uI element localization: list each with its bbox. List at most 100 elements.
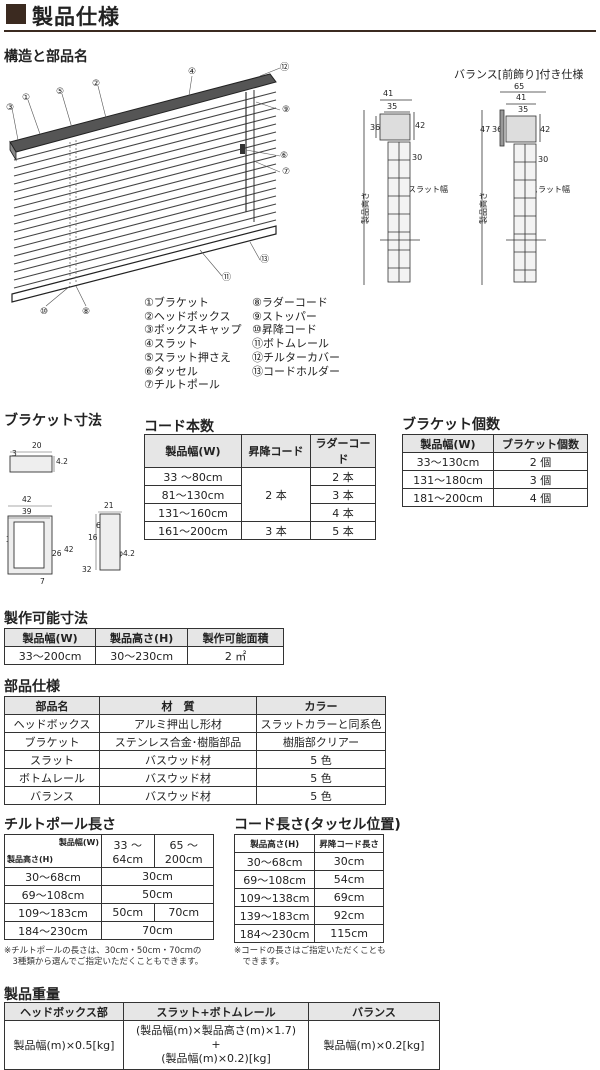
svg-text:製品高さ: 製品高さ [478,192,488,224]
formula-line: + [211,1038,221,1051]
svg-text:30: 30 [412,153,422,162]
table-row: ブラケット ステンレス合金･樹脂部品 樹脂部クリアー [4,732,386,751]
svg-text:③: ③ [6,103,14,113]
table-header: 製品高さ(H) [95,628,189,647]
table-header-row: 製品高さ(H) 昇降コード長さ [233,834,384,853]
bracket-count-heading: ブラケット個数 [402,417,500,433]
table-row: 81～130cm 3 本 [144,485,376,504]
table-header-row: 部品名 材 質 カラー [4,696,386,715]
table-row: 131～160cm 4 本 [144,503,376,522]
svg-text:⑫: ⑫ [280,62,289,73]
svg-text:⑦: ⑦ [282,167,290,177]
table-cell: 4 個 [493,488,588,507]
table-header: 昇降コード [241,434,311,468]
slats [13,91,277,289]
table-header-row: 製品幅(W) 製品高さ(H) 製作可能面積 [3,628,284,647]
table-row: バランス バスウッド材 5 色 [4,786,386,805]
table-cell: 30cm [314,852,384,871]
svg-text:39: 39 [22,507,32,516]
weight-heading: 製品重量 [4,987,60,1003]
make-size-table: 製品幅(W) 製品高さ(H) 製作可能面積 33～200cm 30～230cm … [3,628,284,665]
svg-text:⑧: ⑧ [82,307,90,317]
table-cell: 5 色 [256,786,386,805]
table-row: 69～108cm 54cm [233,870,384,889]
table-row: 33～130cm 2 個 [402,452,588,471]
part-label: ②ヘッドボックス [144,309,231,323]
svg-text:スラット幅: スラット幅 [408,184,448,194]
table-cell: 30～68cm [233,852,316,871]
table-header: 33 ～ 64cm [101,834,155,868]
table-header: スラット+ボトムレール [123,1002,309,1021]
svg-text:⑩: ⑩ [40,307,48,317]
table-cell: ステンレス合金･樹脂部品 [99,732,257,751]
table-cell: 製品幅(m)×0.5[kg] [4,1020,124,1070]
table-row: 161～200cm 3 本 5 本 [144,521,376,540]
table-row: スラット バスウッド材 5 色 [4,750,386,769]
table-header: 部品名 [4,696,100,715]
corner-width-label: 製品幅(W) [58,838,99,847]
svg-text:47: 47 [480,125,490,134]
svg-text:41: 41 [516,93,526,102]
part-label: ⑤スラット押さえ [144,350,231,364]
table-cell: 3 本 [310,485,376,504]
table-row: 181～200cm 4 個 [402,488,588,507]
table-cell: 5 色 [256,768,386,787]
parts-list-right: ⑧ラダーコード ⑨ストッパー ⑩昇降コード ⑪ボトムレール ⑫チルターカバー ⑬… [252,296,340,378]
tilt-pole-heading: チルトポール長さ [4,817,116,833]
table-header-row: ヘッドボックス部 スラット+ボトムレール バランス [4,1002,440,1021]
table-cell: 3 本 [241,521,311,540]
part-label: ③ボックスキャップ [144,323,242,337]
table-cell: 50cm [101,885,214,904]
table-cell: 54cm [314,870,384,889]
part-label: ⑪ボトムレール [252,337,329,351]
parts-spec-heading: 部品仕様 [4,679,60,695]
table-cell: 2 本 [241,467,311,522]
part-label: ⑧ラダーコード [252,296,328,309]
table-header: ブラケット個数 [493,434,588,453]
part-label: ⑥タッセル [144,364,198,378]
table-header: 昇降コード長さ [314,834,384,853]
note-line: できます。 [234,957,285,967]
svg-text:65: 65 [514,82,524,91]
table-cell: 181～200cm [402,488,494,507]
svg-text:⑨: ⑨ [282,105,290,115]
parts-list-left: ①ブラケット ②ヘッドボックス ③ボックスキャップ ④スラット ⑤スラット押さえ… [144,296,242,392]
table-cell: 30～68cm [4,867,102,886]
table-cell: ボトムレール [4,768,100,787]
table-row: 184～230cm 115cm [233,924,384,943]
cord-length-heading: コード長さ(タッセル位置) [234,817,401,833]
table-cell: 2 個 [493,452,588,471]
table-header-row: 製品幅(W) ブラケット個数 [402,434,588,453]
table-cell: 2 ㎡ [187,646,284,665]
table-row: 33～200cm 30～230cm 2 ㎡ [3,646,284,665]
svg-text:36: 36 [492,125,502,134]
table-header: 製品幅(W) [144,434,242,468]
cord-length-table: 製品高さ(H) 昇降コード長さ 30～68cm 30cm 69～108cm 54… [233,834,384,943]
part-label: ⑬コードホルダー [252,364,340,378]
svg-text:⑥: ⑥ [280,151,288,161]
table-header: ラダーコード [310,434,376,468]
table-row: 製品幅(m)×0.5[kg] (製品幅(m)×製品高さ(m)×1.7) + (製… [4,1020,440,1070]
formula-line: (製品幅(m)×製品高さ(m)×1.7) [135,1024,297,1037]
svg-text:42: 42 [540,125,550,134]
svg-text:製品高さ: 製品高さ [360,192,370,224]
bracket-count-table: 製品幅(W) ブラケット個数 33～130cm 2 個 131～180cm 3 … [402,434,588,507]
table-row: 109～138cm 69cm [233,888,384,907]
svg-text:3: 3 [12,449,17,458]
head-box [9,73,277,153]
table-cell: ブラケット [4,732,100,751]
svg-text:36: 36 [370,123,380,132]
table-row: 139～183cm 92cm [233,906,384,925]
svg-text:35: 35 [518,105,528,114]
table-header: 製品幅(W) [3,628,97,647]
cord-count-heading: コード本数 [144,419,214,435]
svg-text:⑬: ⑬ [260,254,269,265]
parts-spec-table: 部品名 材 質 カラー ヘッドボックス アルミ押出し形材 スラットカラーと同系色… [4,696,386,805]
table-cell: 184～230cm [4,921,102,940]
svg-text:4.2: 4.2 [56,457,68,466]
table-row: 131～180cm 3 個 [402,470,588,489]
table-cell: 30～230cm [95,646,189,665]
table-cell: 69～108cm [4,885,102,904]
table-cell: 81～130cm [144,485,242,504]
svg-text:30: 30 [538,155,548,164]
